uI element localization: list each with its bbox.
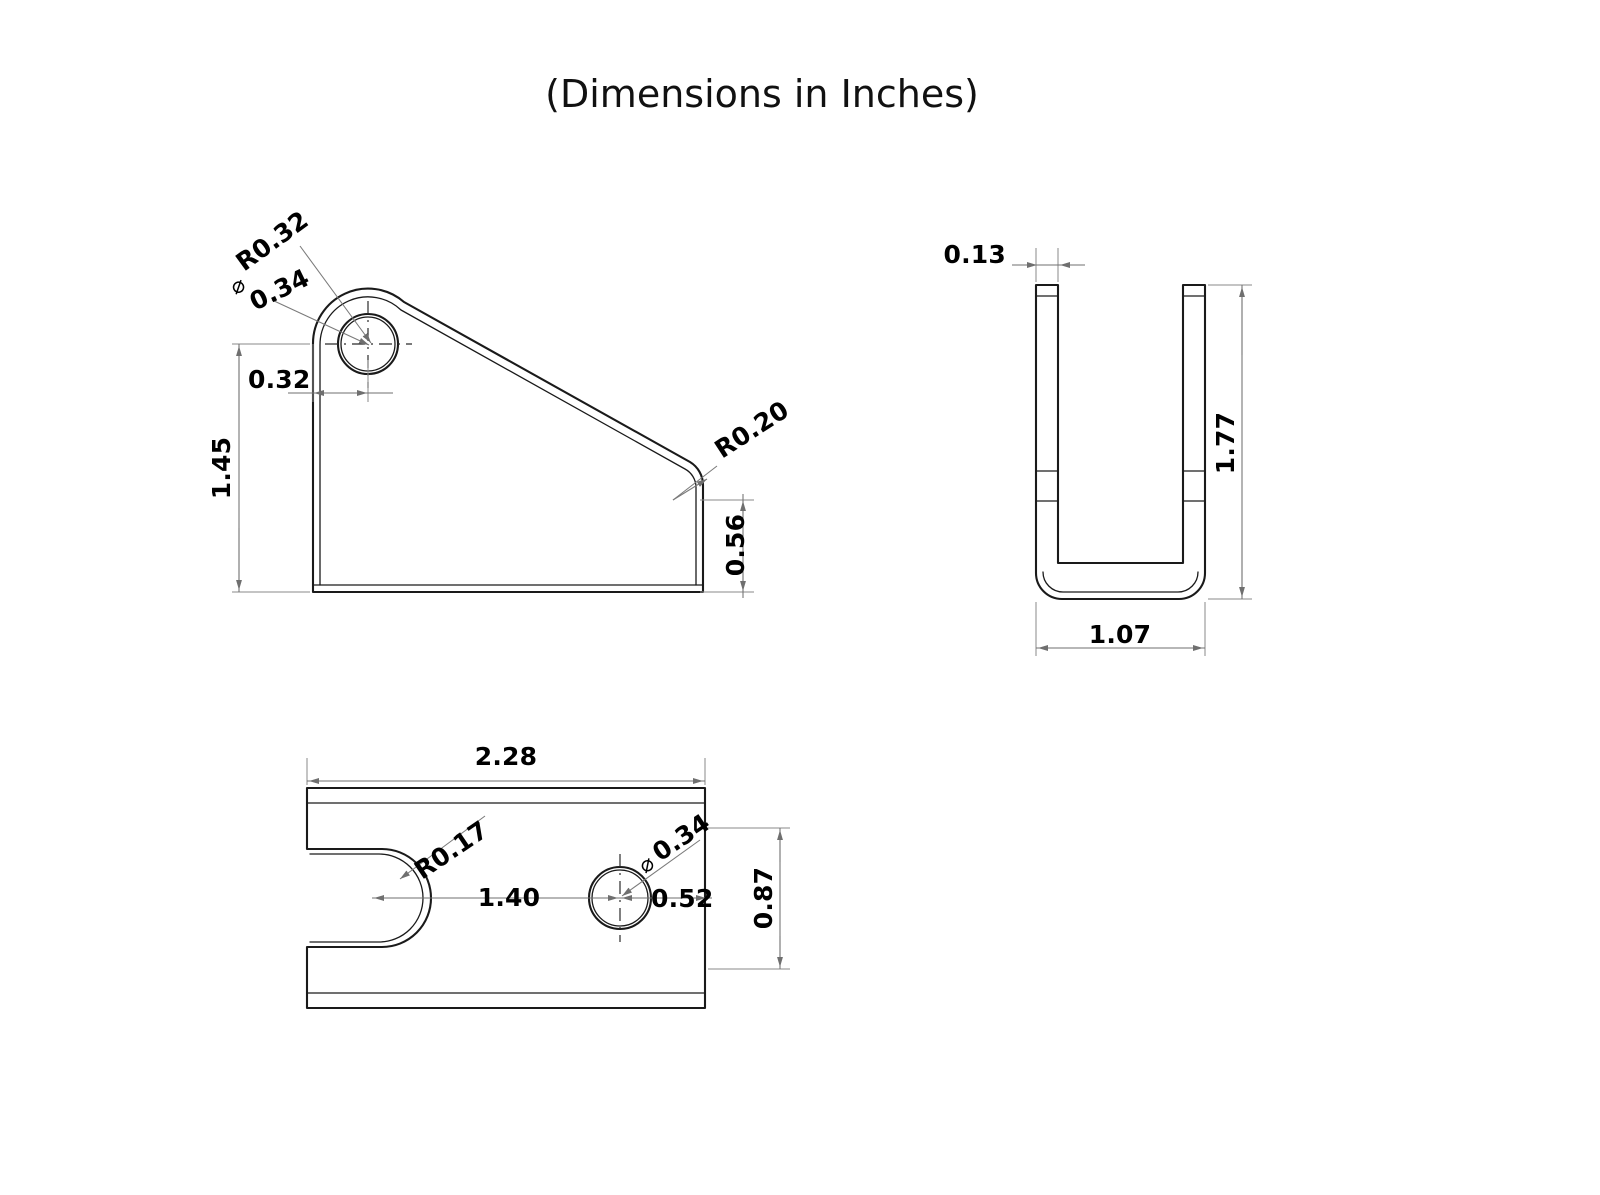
side-wall-thickness-label: 0.13 (944, 240, 1006, 269)
top-view-outline (305, 786, 707, 1010)
front-view: R0.32 0.34 ⌀ 0.32 1.45 R0.20 (207, 205, 794, 598)
front-height-label: 1.45 (207, 437, 236, 499)
top-width-label: 0.87 (749, 867, 778, 929)
top-slot-radius-leader (399, 815, 486, 880)
top-length-label: 2.28 (475, 742, 537, 771)
side-height-label: 1.77 (1211, 412, 1240, 474)
side-width-label: 1.07 (1089, 620, 1151, 649)
front-hole-offset-label: 0.32 (248, 365, 310, 394)
front-corner-radius-label: R0.20 (709, 395, 794, 464)
top-view: 2.28 R0.17 1.40 0.34 ⌀ 0.52 0.87 (305, 742, 790, 1010)
side-view: 0.13 1.77 1.07 (944, 240, 1252, 656)
top-slot-radius-label: R0.17 (409, 815, 493, 885)
side-view-outline (1034, 283, 1207, 601)
front-radius-top-leader (299, 245, 372, 344)
side-view-bottom-inner-edge (1042, 571, 1199, 593)
top-center-distance-label: 1.40 (478, 883, 540, 912)
top-hole-edge-label: 0.52 (651, 884, 713, 913)
front-right-height-label: 0.56 (721, 514, 750, 576)
front-corner-radius-leader (672, 478, 708, 501)
page-title: (Dimensions in Inches) (545, 72, 979, 116)
front-corner-radius-leader-tail (672, 465, 718, 501)
front-view-inner-edge (319, 296, 697, 586)
front-hole-dia-leader (271, 299, 370, 346)
front-view-outline (311, 287, 705, 594)
top-hole-dia-leader (621, 839, 701, 897)
